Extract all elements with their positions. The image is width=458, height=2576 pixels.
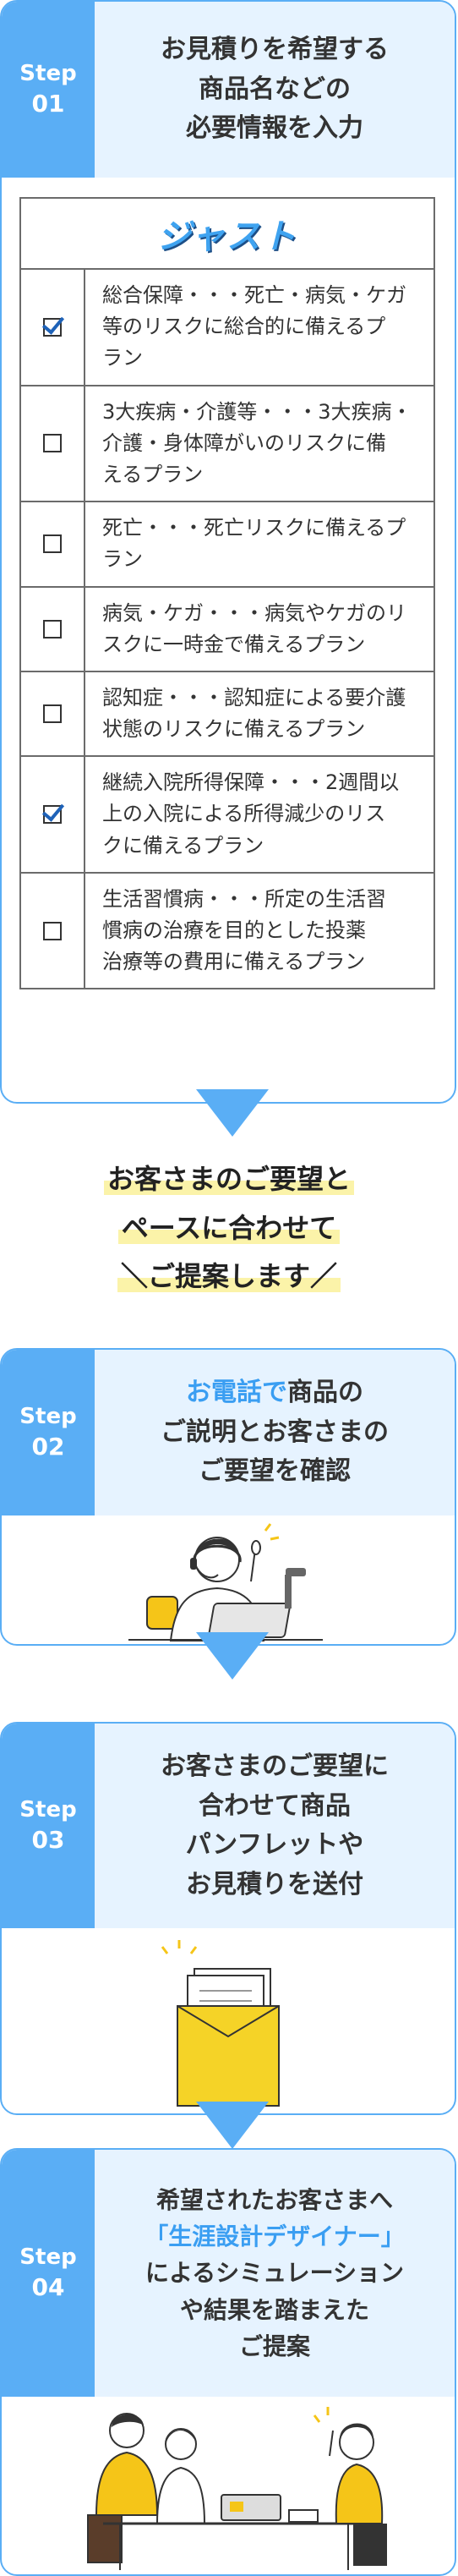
plan-text-line: スクに一時金で備えるプラン [102,632,366,656]
step-04-header: Step 04 希望されたお客さまへ 「生涯設計デザイナー」 によるシミュレーシ… [2,2150,455,2397]
plan-description: 継続入院所得保障・・・2週間以上の入院による所得減少のリスクに備えるプラン [85,757,433,872]
down-arrow-icon [196,2102,269,2149]
title-line: や結果を踏まえた [179,2295,369,2324]
plan-text-line: 介護・身体障がいのリスクに備 [102,430,386,455]
plan-description: 生活習慣病・・・所定の生活習慣病の治療を目的とした投薬治療等の費用に備えるプラン [85,874,433,989]
title-line: によるシミュレーション [144,2259,405,2288]
checkbox-cell [21,757,85,872]
title-line: お客さまのご要望に [161,1751,389,1781]
plan-row[interactable]: 死亡・・・死亡リスクに備えるプラン [21,502,433,588]
title-line: 希望されたお客さまへ [155,2185,393,2214]
unchecked-checkbox-icon[interactable] [43,619,62,639]
consultation-illustration [87,2407,387,2570]
plan-text-line: クに備えるプラン [102,833,264,858]
logo-text: ジャスト [157,217,297,256]
plan-description: 総合保障・・・死亡・病気・ケガ等のリスクに総合的に備えるプラン [85,270,433,385]
plan-row[interactable]: 病気・ケガ・・・病気やケガのリスクに一時金で備えるプラン [21,587,433,672]
step-04-title: 希望されたお客さまへ 「生涯設計デザイナー」 によるシミュレーション や結果を踏… [95,2150,455,2397]
plan-text-line: 上の入院による所得減少のリス [102,802,386,826]
step-label: Step [19,2244,77,2270]
plan-text-line: 総合保障・・・死亡・病気・ケガ [102,283,406,307]
step-number: 03 [31,1825,65,1854]
message-line: お客さまのご要望と [103,1163,354,1195]
step-02-title: お電話で商品の ご説明とお客さまの ご要望を確認 [95,1350,455,1515]
unchecked-checkbox-icon[interactable] [43,921,62,940]
title-accent: お電話で [186,1378,287,1408]
plan-text-line: 3大疾病・介護等・・・3大疾病・ [102,399,412,424]
plan-row[interactable]: 3大疾病・介護等・・・3大疾病・介護・身体障がいのリスクに備えるプラン [21,386,433,503]
plan-description: 3大疾病・介護等・・・3大疾病・介護・身体障がいのリスクに備えるプラン [85,386,433,501]
step-01-title: お見積りを希望する 商品名などの 必要情報を入力 [95,2,455,178]
step-04-badge: Step 04 [2,2150,95,2397]
step-number: 02 [31,1432,65,1461]
step-01-header: Step 01 お見積りを希望する 商品名などの 必要情報を入力 [2,2,455,178]
checkbox-cell [21,873,85,989]
plan-row[interactable]: 総合保障・・・死亡・病気・ケガ等のリスクに総合的に備えるプラン [21,270,433,386]
checked-checkbox-icon[interactable] [43,805,62,825]
title-line: 合わせて商品 [199,1790,351,1821]
plan-text-line: 慣病の治療を目的とした投薬 [102,918,366,942]
plan-description: 認知症・・・認知症による要介護状態のリスクに備えるプラン [85,672,433,755]
unchecked-checkbox-icon[interactable] [43,704,62,724]
step-number: 04 [31,2272,65,2301]
title-line: お見積りを送付 [186,1869,363,1899]
checked-checkbox-icon[interactable] [43,317,62,337]
plan-text-line: 等のリスクに総合的に備えるプ [102,315,386,339]
checkbox-cell [21,502,85,586]
plan-text-line: ラン [102,346,143,370]
step-03-card: Step 03 お客さまのご要望に 合わせて商品 パンフレットや お見積りを送付 [0,1722,456,2115]
plan-row[interactable]: 継続入院所得保障・・・2週間以上の入院による所得減少のリスクに備えるプラン [21,757,433,874]
title-line: 商品の [287,1378,363,1408]
envelope-documents-illustration [161,1940,280,2107]
checkbox-cell [21,671,85,756]
operator-illustration [128,1523,323,1642]
plan-text-line: ラン [102,547,143,572]
title-line: 必要情報を入力 [186,113,363,144]
step-label: Step [19,60,77,86]
plan-text-line: 治療等の費用に備えるプラン [102,950,366,974]
title-line: ご提案 [238,2332,310,2361]
unchecked-checkbox-icon[interactable] [43,434,62,453]
step-number: 01 [31,89,65,118]
plan-text-line: 認知症・・・認知症による要介護 [102,685,406,710]
plan-row[interactable]: 生活習慣病・・・所定の生活習慣病の治療を目的とした投薬治療等の費用に備えるプラン [21,873,433,989]
checkbox-cell [21,386,85,501]
title-line: ご要望を確認 [199,1456,351,1487]
title-line: パンフレットや [185,1830,364,1860]
step-label: Step [19,1403,77,1429]
unchecked-checkbox-icon[interactable] [43,534,62,554]
plan-description: 死亡・・・死亡リスクに備えるプラン [85,502,433,585]
down-arrow-icon [196,1089,269,1137]
step-04-card: Step 04 希望されたお客さまへ 「生涯設計デザイナー」 によるシミュレーシ… [0,2148,456,2576]
step-03-badge: Step 03 [2,1724,95,1928]
message-line: ＼ご提案します／ [117,1260,341,1293]
title-line: 商品名などの [199,74,351,104]
plan-text-line: 生活習慣病・・・所定の生活習 [102,886,386,911]
proposal-message: お客さまのご要望と ペースに合わせて ＼ご提案します／ [0,1155,458,1302]
title-accent: 「生涯設計デザイナー」 [144,2222,405,2250]
plan-text-line: 継続入院所得保障・・・2週間以 [102,770,400,795]
step-02-header: Step 02 お電話で商品の ご説明とお客さまの ご要望を確認 [2,1350,455,1515]
plan-text-line: 病気・ケガ・・・病気やケガのリ [102,600,406,625]
checkbox-cell [21,587,85,671]
title-line: お見積りを希望する [161,35,389,65]
plan-text-line: 状態のリスクに備えるプラン [102,717,366,742]
plan-description: 病気・ケガ・・・病気やケガのリスクに一時金で備えるプラン [85,588,433,671]
step-03-header: Step 03 お客さまのご要望に 合わせて商品 パンフレットや お見積りを送付 [2,1724,455,1928]
down-arrow-icon [196,1632,269,1680]
just-logo: ジャスト [21,199,433,270]
step-02-badge: Step 02 [2,1350,95,1515]
plan-text-line: 死亡・・・死亡リスクに備えるプ [102,516,406,540]
plan-row[interactable]: 認知症・・・認知症による要介護状態のリスクに備えるプラン [21,671,433,758]
checkbox-cell [21,270,85,385]
plan-text-line: えるプラン [102,462,204,486]
title-line: ご説明とお客さまの [161,1417,389,1447]
step-label: Step [19,1796,77,1822]
step-01-badge: Step 01 [2,2,95,178]
message-line: ペースに合わせて [117,1211,341,1244]
step-03-title: お客さまのご要望に 合わせて商品 パンフレットや お見積りを送付 [95,1724,455,1928]
step-02-card: Step 02 お電話で商品の ご説明とお客さまの ご要望を確認 [0,1348,456,1646]
